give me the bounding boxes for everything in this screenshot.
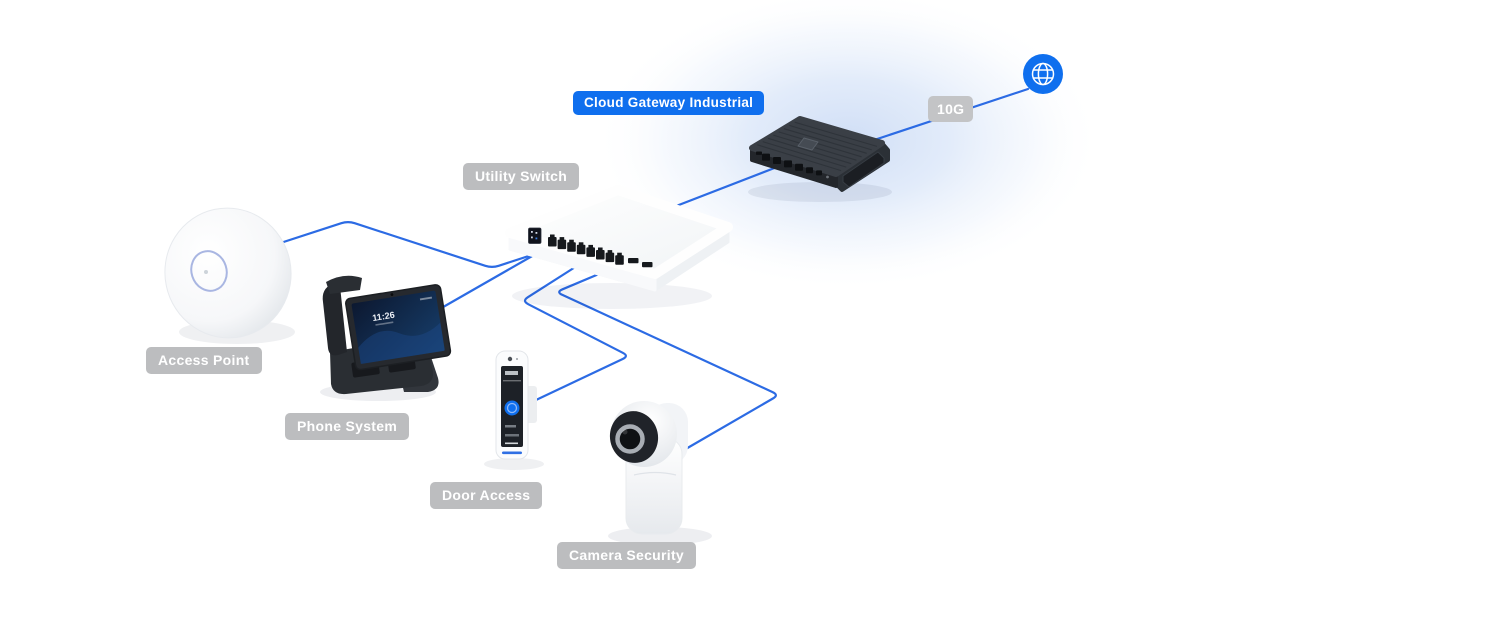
door-screen-dash: [505, 442, 518, 445]
gateway-side-panel: [842, 151, 885, 188]
switch-ports: [548, 234, 653, 268]
camera-device[interactable]: [605, 401, 712, 545]
door-screen-text: [505, 371, 518, 375]
phone-handset: [322, 282, 347, 356]
camera-lens-glint: [622, 429, 628, 435]
switch-device[interactable]: [505, 185, 733, 309]
phone-handset-top: [326, 275, 362, 294]
access-point-disc: [164, 207, 292, 339]
gateway-logo-plate: [797, 137, 819, 151]
door-led-bar: [502, 451, 522, 455]
line-switch-to-door: [523, 262, 627, 402]
access-point-center-dot: [204, 270, 208, 274]
gateway-top-face: [749, 116, 885, 177]
access-point-label[interactable]: Access Point: [146, 347, 262, 374]
gateway-status-led: [826, 175, 829, 179]
switch-shadow: [512, 283, 712, 309]
switch-display: [528, 227, 542, 244]
door-reader-button: [504, 400, 520, 416]
access-point-led-ring: [190, 250, 228, 292]
phone-screen-time: 11:26: [372, 310, 396, 323]
door-reader-ring: [506, 402, 518, 414]
door-screen-divider: [503, 380, 521, 382]
door-camera-dot: [507, 356, 513, 362]
phone-label[interactable]: Phone System: [285, 413, 410, 440]
access-point-device[interactable]: [153, 196, 303, 349]
door-sensor-dot: [516, 358, 518, 360]
internet-circle: [1023, 54, 1063, 94]
door-label[interactable]: Door Access: [430, 482, 543, 509]
line-switch-to-camera: [558, 269, 777, 452]
camera-label[interactable]: Camera Security: [557, 542, 697, 569]
camera-lens: [615, 424, 645, 454]
uplink-speed-badge: 10G: [928, 96, 974, 122]
door-shadow: [484, 458, 544, 470]
gateway-shadow: [748, 182, 892, 202]
globe-icon: [1031, 62, 1055, 86]
gateway-device[interactable]: [748, 116, 892, 202]
phone-screen-unit: 11:26: [345, 284, 452, 371]
door-screen-subtext-1: [505, 425, 516, 428]
gateway-vent-ridges: [757, 121, 878, 172]
door-device[interactable]: [484, 350, 544, 470]
door-screen-subtext-2: [505, 434, 519, 437]
phone-device[interactable]: 11:26: [320, 275, 452, 401]
line-switch-to-access-point: [260, 221, 543, 268]
gateway-label[interactable]: Cloud Gateway Industrial: [573, 91, 765, 115]
internet-node[interactable]: [1023, 54, 1063, 94]
switch-sfp-port-1: [628, 258, 639, 264]
switch-sfp-port-2: [642, 262, 653, 268]
camera-body-seam: [633, 471, 677, 476]
switch-label[interactable]: Utility Switch: [463, 163, 580, 190]
gateway-ports: [756, 151, 822, 176]
